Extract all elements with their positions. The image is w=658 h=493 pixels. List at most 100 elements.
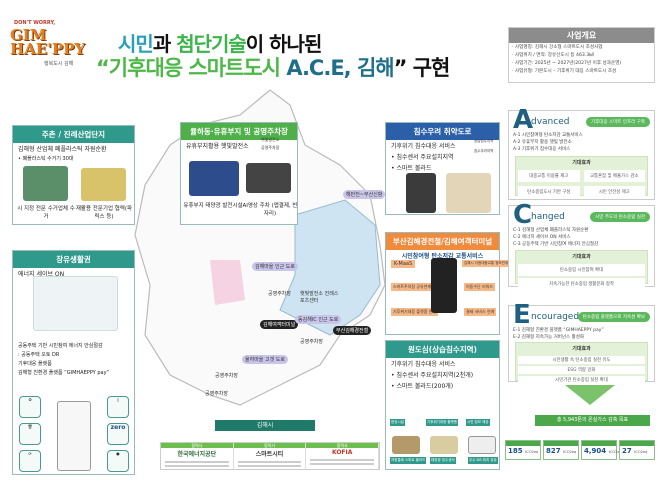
- panel-flood: 침수우려 취약도로 기후위기 침수대응 서비스 • 침수센서 주요설치지역 • …: [385, 122, 500, 215]
- panel-downtown: 원도심(상습침수지역) 기후위기 침수대응 서비스 • 침수센서 주요설치지역(…: [385, 340, 500, 470]
- service-tag: 결제 서비스 연계: [464, 308, 497, 316]
- overview-item: · 사업기간: 2025년 ~ 2027년(2027년 이후 성과운영): [512, 61, 622, 66]
- recycling-truck-icon: [23, 166, 68, 201]
- legend-solar: 햇빛발전소: [261, 137, 280, 142]
- map-label: 공영주차장: [205, 391, 229, 397]
- ace-item: C-1 김해형 산업체 폐플라스틱 자원순환: [513, 228, 589, 233]
- caption: 재활용 전문기업 협력(파릭스 등): [75, 206, 133, 220]
- panel-yulha: 율하동·유휴부지 및 공영주차장 유휴부지활용 햇빛발전소 햇빛발전소 공영주차…: [180, 122, 298, 225]
- map-label: 부산김해경전철: [333, 326, 372, 335]
- refresh-icon: ⟳: [19, 450, 41, 472]
- sensor-photo: [430, 436, 458, 454]
- map-highlight-region: [279, 199, 381, 336]
- ace-item: C-2 에너지 세이브 ON 서비스: [513, 235, 571, 240]
- panel-text: 유휴부지활용 햇빛발전소: [186, 143, 249, 150]
- logo-sub: 행복도시 김해: [44, 61, 74, 67]
- flood-sensor-image: [446, 173, 491, 213]
- ace-changed: C hanged 시민 주도의 탄소중립 실천 C-1 김해형 산업체 폐플라스…: [508, 200, 655, 290]
- panel-text: • 침수센서 주요설치지역(2천개): [391, 372, 474, 379]
- zero-icon: zero: [107, 423, 129, 445]
- ace-item: A-3 기후위기 침수대응 서비스: [513, 147, 571, 152]
- step-label: 현장시설: [390, 419, 405, 426]
- step-label: 시민 정보 제공: [466, 419, 490, 426]
- caption: 시 지정 전문 수거업체 수거: [17, 206, 75, 220]
- panel-text: 공동주택 기반 시민참여 에너지 안심절감: [18, 343, 103, 349]
- trash-icon: 🗑: [19, 423, 41, 445]
- partner-name: 한국에너지공단: [177, 451, 217, 458]
- reduction-goal: 총 5,943톤의 온실가스 감축 목표: [535, 415, 650, 426]
- panel-header: 부산김해경전철/김해여객터미널: [386, 233, 499, 250]
- legend-flood: 상습침수지역: [474, 139, 494, 143]
- legend-parking: 공영주차장: [261, 145, 280, 150]
- panel-text: • 스마트 볼라드: [391, 165, 432, 172]
- recycle-icon: ♻: [19, 396, 41, 418]
- panel-text: : 공동주택 오토 DR: [18, 352, 60, 358]
- panel-text: 기후대응 플랫폼: [18, 361, 52, 367]
- ace-item: A-1 시민참여형 탄소저감 교통서비스: [513, 133, 583, 138]
- panel-header: 원도심(상습침수지역): [386, 341, 499, 358]
- panel-text: 기후위기 침수대응 서비스: [391, 143, 456, 150]
- qr-photo: [468, 436, 496, 454]
- panel-header: 주촌 / 진례산업단지: [13, 126, 134, 143]
- map-label: 김해여객터미널: [260, 320, 299, 329]
- ace-item: E-2 김해형 지속가능 거버넌스 활성화: [513, 335, 585, 340]
- energy-save-diagram: [33, 276, 118, 331]
- recycling-company-icon: [81, 168, 126, 201]
- app-phone-mockup: [57, 401, 91, 471]
- panel-jangyu: 장유생활권 에너지 세이브 ON 공동주택 기반 시민참여 에너지 안심절감 :…: [12, 250, 135, 475]
- step-label: 차량통제 스마트 볼라드: [390, 457, 427, 464]
- map-label: 김해마을 인근 도로: [252, 262, 298, 271]
- service-tag: 김해시 이용대중교통 정보연계: [462, 260, 511, 267]
- map-label: 해반천~부산신항: [343, 190, 386, 199]
- panel-text: • 스마트 볼라드(200개): [391, 383, 454, 390]
- effects-box: 기대효과 탄소중립 시민참여 확대 지속가능한 탄소중립 생활문화 정착: [515, 250, 648, 290]
- overview-header: 사업개요: [509, 28, 654, 43]
- ace-pill: 시민 주도의 탄소중립 실천: [590, 212, 650, 222]
- stat-box: 827 tCO2eq: [543, 440, 579, 460]
- phone-icon: ▯: [107, 396, 129, 418]
- panel-jucheon: 주촌 / 진례산업단지 김해형 산업체 폐플라스틱 자원순환 • 폐플라스틱 수…: [12, 125, 135, 225]
- smart-bollard-image: [406, 173, 436, 213]
- map-label: 공영주차장: [300, 339, 324, 345]
- logo-tagline: DON'T WORRY,: [14, 20, 56, 26]
- step-label: 기후위기대응 플랫폼: [426, 419, 459, 426]
- ace-encouraged: E ncouraged 탄소중립 플랫폼으로 지속성 확보 E-1 김해형 친환…: [508, 300, 655, 384]
- bag-icon: ●: [107, 450, 129, 472]
- panel-transit: 부산김해경전철/김해여객터미널 시민참여형 탄소저감 교통서비스 K-MaaS …: [385, 232, 511, 335]
- service-tag: 스마트주차장 공유연계: [391, 283, 434, 291]
- panel-text: 김해형 친환경 플랫폼 “GIMHAEPPY pay”: [18, 370, 110, 376]
- overview-box: 사업개요 · 사업명칭: 김해시 강소형 스마트도시 조성사업 · 사업위치 /…: [508, 27, 655, 83]
- stat-box: 4,904 tCO2eq: [581, 440, 622, 460]
- stat-box: 27 tCO2eq: [619, 440, 655, 460]
- panel-text: 에너지 세이브 ON: [18, 271, 65, 278]
- panel-text: 시민참여형 탄소저감 교통서비스: [401, 253, 484, 260]
- panel-header: 장유생활권: [13, 251, 134, 268]
- title-line2: “기후대응 스마트도시 A.C.E, 김해” 구현: [96, 56, 450, 80]
- stat-box: 185 tCO2eq: [505, 440, 541, 460]
- map-label: 동김해IC 인근 도로: [295, 315, 342, 324]
- ace-pill: 탄소중립 플랫폼으로 지속성 확보: [577, 312, 650, 322]
- title-line1: 시민과 첨단기술이 하나된: [118, 32, 322, 56]
- panel-text: • 폐플라스틱 수거기 30대: [18, 156, 74, 162]
- ace-pill: 기후대응 스마트 인프라 구축: [586, 117, 650, 127]
- map-label: 햇빛발전소 진례스포츠센터: [300, 291, 339, 304]
- bollard-photo: [392, 436, 420, 454]
- step-label: 우수 DB 위치 공유: [468, 457, 498, 464]
- service-tag: 기후위기대응 플랫폼 연계: [391, 308, 439, 316]
- service-tag: 이동수단 리워드: [464, 283, 496, 291]
- cctv-camera-icon: [246, 163, 291, 193]
- logo-name: GIM HAE'PPY: [10, 26, 86, 58]
- panel-text: • 침수센서 주요설치지역: [391, 154, 454, 161]
- partner-name: 스마트시티: [255, 451, 284, 458]
- panel-header: 율하동·유휴부지 및 공영주차장: [181, 123, 297, 140]
- map-label: 공영주차장: [215, 373, 239, 379]
- overview-item: · 사업위치 / 면적: 장유신도시 등 463.3㎢: [512, 53, 594, 58]
- transit-app-phone: [431, 258, 457, 313]
- down-arrow-icon: [565, 385, 615, 405]
- overview-item: · 사업유형: 기본도시 – 기후위기 대응 스마트도시 조성: [512, 69, 617, 74]
- ace-item: E-1 김해형 친환경 플랫폼 “GIMHAEPPY pay”: [513, 328, 604, 333]
